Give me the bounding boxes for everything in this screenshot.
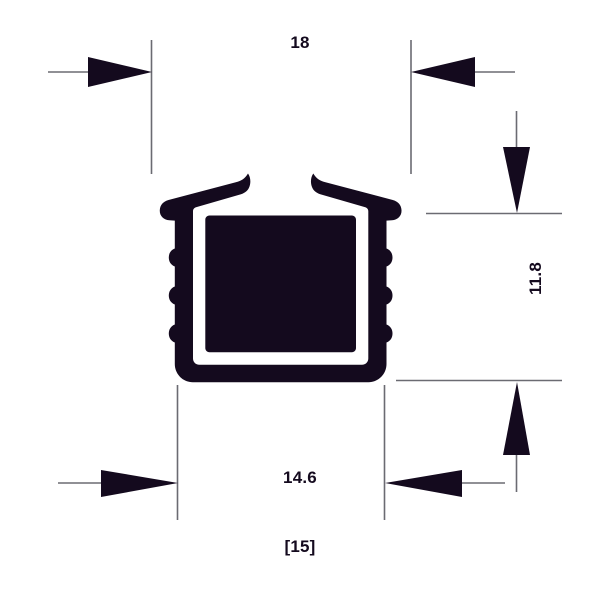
profile-outline-path — [159, 173, 402, 383]
dimension-arrowheads — [88, 57, 530, 497]
arrowhead-top-left — [88, 57, 152, 87]
arrowhead-top-right — [411, 57, 475, 87]
arrowhead-right-upper — [503, 147, 530, 213]
dimension-label-overall-width: 18 — [290, 33, 310, 52]
extension-lines — [150, 40, 562, 520]
dimension-label-reference-width: [15] — [284, 537, 316, 556]
dimension-label-overall-height: 11.8 — [525, 262, 545, 295]
profile-cross-section — [159, 173, 402, 383]
dimension-leader-lines — [48, 71, 518, 492]
arrowhead-right-lower — [503, 382, 530, 455]
arrowhead-bottom-left — [101, 470, 178, 497]
arrowhead-bottom-right — [385, 470, 462, 497]
dimension-label-base-width: 14.6 — [283, 468, 317, 487]
